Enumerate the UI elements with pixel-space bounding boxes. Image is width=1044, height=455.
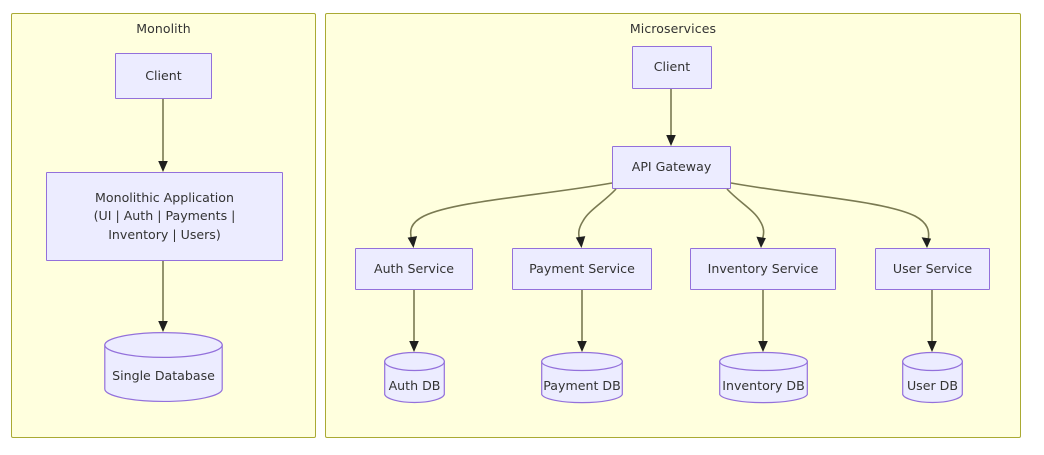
- node-ms-user-db[interactable]: User DB: [902, 351, 963, 404]
- node-ms-payment-service-label: Payment Service: [529, 260, 635, 276]
- node-ms-inventory-service-label: Inventory Service: [707, 260, 819, 276]
- node-ms-auth-db[interactable]: Auth DB: [384, 351, 445, 404]
- cylinder-shape: [719, 351, 808, 404]
- panel-microservices-title: Microservices: [629, 21, 717, 36]
- node-mono-db[interactable]: Single Database: [104, 332, 223, 403]
- node-ms-inventory-db[interactable]: Inventory DB: [719, 351, 808, 404]
- node-ms-payment-db[interactable]: Payment DB: [541, 351, 623, 404]
- node-ms-inventory-db-label: Inventory DB: [722, 378, 805, 393]
- node-mono-app[interactable]: Monolithic Application (UI | Auth | Paym…: [46, 172, 283, 261]
- node-ms-inventory-service[interactable]: Inventory Service: [690, 248, 836, 290]
- node-mono-db-label: Single Database: [112, 368, 215, 383]
- cylinder-shape: [384, 351, 445, 404]
- node-ms-gateway[interactable]: API Gateway: [612, 146, 731, 189]
- node-ms-payment-service[interactable]: Payment Service: [512, 248, 652, 290]
- node-ms-client-label: Client: [653, 59, 691, 75]
- node-mono-client[interactable]: Client: [115, 53, 212, 99]
- node-ms-auth-service[interactable]: Auth Service: [355, 248, 473, 290]
- panel-monolith-title: Monolith: [136, 21, 191, 36]
- node-ms-user-db-label: User DB: [906, 378, 959, 393]
- node-ms-client[interactable]: Client: [632, 46, 712, 89]
- node-ms-gateway-label: API Gateway: [631, 159, 712, 175]
- node-ms-user-service[interactable]: User Service: [875, 248, 990, 290]
- node-mono-app-label: Monolithic Application (UI | Auth | Paym…: [93, 190, 236, 242]
- node-ms-auth-db-label: Auth DB: [388, 378, 441, 393]
- node-mono-client-label: Client: [145, 67, 182, 83]
- cylinder-shape: [541, 351, 623, 404]
- cylinder-shape: [104, 332, 223, 403]
- node-ms-auth-service-label: Auth Service: [373, 260, 455, 276]
- cylinder-shape: [902, 351, 963, 404]
- node-ms-user-service-label: User Service: [892, 260, 973, 276]
- node-ms-payment-db-label: Payment DB: [543, 378, 621, 393]
